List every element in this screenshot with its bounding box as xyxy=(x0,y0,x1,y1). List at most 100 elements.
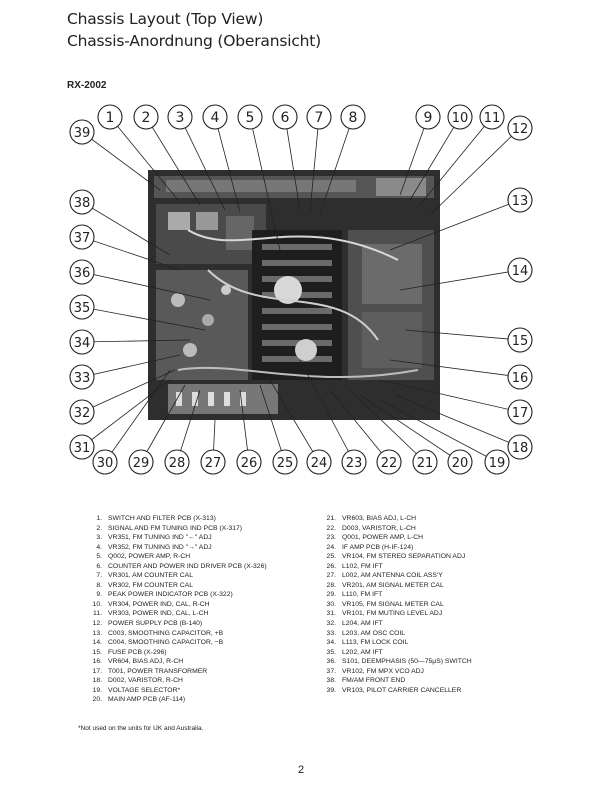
callout-leader-line xyxy=(284,116,301,211)
legend-item-number: 30. xyxy=(326,600,336,608)
callout-number: 37 xyxy=(74,231,91,246)
legend-item-text: FUSE PCB (X-296) xyxy=(108,648,167,656)
legend-item-number: 24. xyxy=(326,543,336,551)
page-number: 2 xyxy=(298,764,305,776)
legend-item-number: 2. xyxy=(96,524,102,532)
legend-item-number: 27. xyxy=(326,572,336,580)
callout-leader-line xyxy=(409,116,461,201)
legend-item: 34.L113, FM LOCK COIL xyxy=(312,638,552,648)
callout-leader-line xyxy=(179,116,226,211)
legend-item-text: D002, VARISTOR, R-CH xyxy=(108,677,183,685)
callout-number: 29 xyxy=(133,456,150,471)
callout-leader-line xyxy=(309,116,320,213)
legend-item: 12.POWER SUPPLY PCB (B-140) xyxy=(78,619,298,629)
legend-item: 15.FUSE PCB (X-296) xyxy=(78,648,298,658)
callout-circle xyxy=(507,257,533,283)
callout-circle xyxy=(92,449,118,475)
callout-circle xyxy=(507,187,533,213)
callout-number: 36 xyxy=(74,266,91,281)
callout-number: 6 xyxy=(281,110,290,126)
callout-number: 14 xyxy=(512,264,529,279)
legend-item-number: 12. xyxy=(92,620,102,628)
callout-number: 20 xyxy=(452,456,469,471)
callout-number: 31 xyxy=(74,441,91,456)
legend-item-text: VR304, POWER IND, CAL, R-CH xyxy=(108,600,210,608)
callout-number: 15 xyxy=(512,334,529,349)
callout-number: 28 xyxy=(169,456,186,471)
callout-leader-line xyxy=(269,379,320,463)
callout-leader-line xyxy=(81,379,171,448)
legend-item-text: L110, FM IFT xyxy=(342,591,383,599)
chassis-photo xyxy=(148,170,440,420)
callout-circle xyxy=(306,449,332,475)
legend-item-text: T001, POWER TRANSFORMER xyxy=(108,667,208,675)
callout-number: 24 xyxy=(311,456,328,471)
legend-item: 1.SWITCH AND FILTER PCB (X-313) xyxy=(78,514,298,524)
callout-number: 30 xyxy=(97,456,114,471)
legend-item-text: Q001, POWER AMP, L-CH xyxy=(342,534,424,542)
callout-leader-line xyxy=(359,394,461,463)
legend-item: 31.VR101, FM MUTING LEVEL ADJ xyxy=(312,609,552,619)
callout-leader-line xyxy=(81,354,181,378)
legend-item-number: 32. xyxy=(326,620,336,628)
callout-leader-line xyxy=(319,116,354,215)
legend-item: 8.VR302, FM COUNTER CAL xyxy=(78,581,298,591)
callout-leader-line xyxy=(104,369,171,463)
callout-circle xyxy=(484,449,510,475)
legend-item: 17.T001, POWER TRANSFORMER xyxy=(78,667,298,677)
legend-item-text: L113, FM LOCK COIL xyxy=(342,639,409,647)
callout-leader-line xyxy=(329,389,390,463)
legend-item-number: 8. xyxy=(96,581,102,589)
callout-number: 4 xyxy=(211,110,220,126)
callout-number: 12 xyxy=(512,122,529,137)
legend-item-number: 36. xyxy=(326,658,336,666)
callout-leader-line xyxy=(81,131,161,191)
callout-number: 2 xyxy=(142,110,151,126)
legend-item: 9.PEAK POWER INDICATOR PCB (X-322) xyxy=(78,590,298,600)
callout-number: 16 xyxy=(512,371,529,386)
page-subtitle: Chassis-Anordnung (Oberansicht) xyxy=(67,32,321,50)
callout-leader-line xyxy=(404,329,521,341)
callout-leader-line xyxy=(389,359,521,378)
callout-number: 35 xyxy=(74,301,91,316)
callout-leader-line xyxy=(145,116,201,206)
callout-number: 17 xyxy=(512,406,529,421)
legend-item-number: 5. xyxy=(96,553,102,561)
legend-item-number: 25. xyxy=(326,553,336,561)
legend-item: 22.D003, VARISTOR, L-CH xyxy=(312,524,552,534)
callout-number: 23 xyxy=(346,456,363,471)
callout-circle xyxy=(237,104,263,130)
legend-item-number: 21. xyxy=(326,515,336,522)
callout-circle xyxy=(507,364,533,390)
legend-item-number: 14. xyxy=(92,639,102,647)
callout-circle xyxy=(479,104,505,130)
legend-item: 26.L102, FM IFT xyxy=(312,562,552,572)
legend-item: 7.VR301, AM COUNTER CAL xyxy=(78,571,298,581)
callout-circle xyxy=(447,104,473,130)
callout-leader-line xyxy=(176,389,201,463)
legend-item-text: D003, VARISTOR, L-CH xyxy=(342,524,416,532)
callout-circle xyxy=(69,189,95,215)
callout-circle xyxy=(69,434,95,460)
callout-number: 26 xyxy=(241,456,258,471)
legend-item-number: 3. xyxy=(96,534,102,542)
callout-circle xyxy=(97,104,123,130)
callout-number: 34 xyxy=(74,336,91,351)
legend-item-number: 6. xyxy=(96,562,102,570)
legend-item-text: L204, AM IFT xyxy=(342,620,383,628)
legend-item-text: VR351, FM TUNING IND "←" ADJ xyxy=(108,534,212,542)
legend-item-text: VR604, BIAS ADJ, R-CH xyxy=(108,658,184,666)
callout-number: 27 xyxy=(205,456,222,471)
callout-circle xyxy=(412,449,438,475)
legend-item-text: L203, AM OSC COIL xyxy=(342,629,406,637)
callout-circle xyxy=(69,224,95,250)
legend-item-text: COUNTER AND POWER IND DRIVER PCB (X-326) xyxy=(108,562,267,570)
legend-item: 30.VR105, FM SIGNAL METER CAL xyxy=(312,600,552,610)
callout-circle xyxy=(272,449,298,475)
legend-item: 18.D002, VARISTOR, R-CH xyxy=(78,676,298,686)
legend-item: 20.MAIN AMP PCB (AF-114) xyxy=(78,695,298,705)
legend-item: 2.SIGNAL AND FM TUNING IND PCB (X-317) xyxy=(78,524,298,534)
callout-number: 3 xyxy=(176,110,185,126)
